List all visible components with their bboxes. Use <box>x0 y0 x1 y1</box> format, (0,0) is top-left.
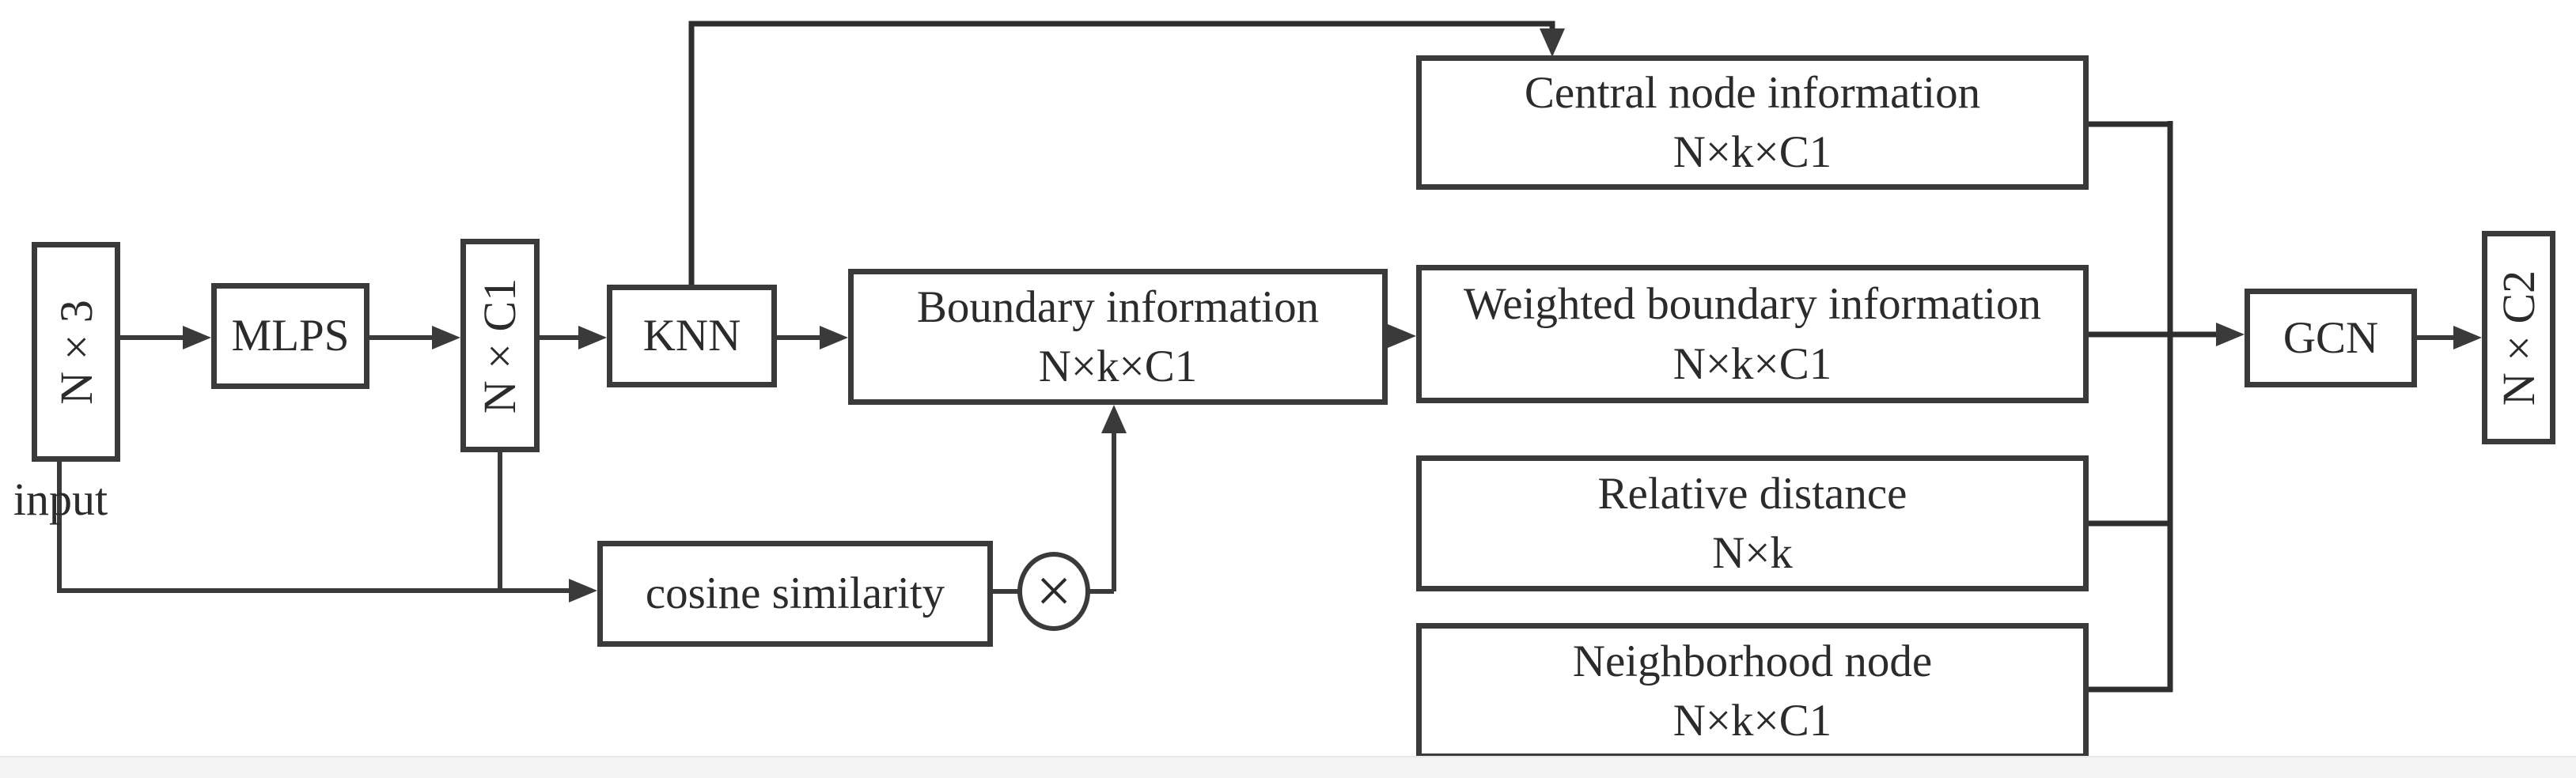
arrowhead-input-to-mlps <box>183 326 211 349</box>
arrowhead-boundary-to-weighted <box>1388 324 1416 348</box>
relative-title: Relative distance <box>1597 468 1907 519</box>
central-dims: N×k×C1 <box>1673 127 1832 177</box>
mlps-label: MLPS <box>231 311 350 361</box>
knn-label: KNN <box>642 311 741 361</box>
weighted-title: Weighted boundary information <box>1464 279 2041 330</box>
neighborhood-dims: N×k×C1 <box>1673 696 1832 746</box>
input-caption: input <box>13 474 108 525</box>
multiply-symbol: × <box>1036 557 1072 626</box>
boundary-dims: N×k×C1 <box>1038 342 1198 391</box>
relative-dims: N×k <box>1712 528 1793 578</box>
node-output-tensor: N × C2 <box>2482 231 2555 444</box>
arrowhead-multiply-to-boundary <box>1101 405 1127 433</box>
node-feature-tensor: N × C1 <box>460 239 540 452</box>
arrowhead-knn-to-central <box>1540 28 1565 57</box>
input-tensor-label: N × 3 <box>50 299 102 405</box>
node-knn: KNN <box>607 285 777 387</box>
boundary-title: Boundary information <box>916 281 1320 332</box>
node-weighted-boundary-information: Weighted boundary information N×k×C1 <box>1416 265 2089 403</box>
node-boundary-information: Boundary information N×k×C1 <box>848 269 1388 405</box>
node-neighborhood-node: Neighborhood node N×k×C1 <box>1416 623 2089 759</box>
weighted-dims: N×k×C1 <box>1673 338 1832 389</box>
edge-knn-to-central <box>688 21 1555 285</box>
arrowhead-knn-to-boundary <box>820 326 848 349</box>
node-central-node-information: Central node information N×k×C1 <box>1416 55 2089 190</box>
gcn-label: GCN <box>2282 312 2379 363</box>
node-relative-distance: Relative distance N×k <box>1416 455 2089 591</box>
node-gcn: GCN <box>2245 289 2417 387</box>
arrowhead-nc1-to-knn <box>578 326 607 349</box>
arrowhead-mlps-to-nc1 <box>432 326 460 349</box>
feature-tensor-label: N × C1 <box>474 278 526 414</box>
node-input-tensor: N × 3 <box>32 242 120 462</box>
node-mlps: MLPS <box>211 283 369 389</box>
arrowhead-input-to-cosine <box>569 579 597 602</box>
central-title: Central node information <box>1524 67 1981 118</box>
page-edge-strip <box>0 756 2576 778</box>
cosine-label: cosine similarity <box>645 568 945 619</box>
multiply-operator-icon: × <box>1017 552 1090 631</box>
neighborhood-title: Neighborhood node <box>1572 636 1933 686</box>
output-tensor-label: N × C2 <box>2493 270 2544 406</box>
arrowhead-gcn-to-nc2 <box>2453 326 2482 349</box>
node-cosine-similarity: cosine similarity <box>597 541 993 647</box>
edge-input-to-cosine <box>57 462 574 593</box>
arrowhead-weighted-to-gcn <box>2216 323 2245 346</box>
